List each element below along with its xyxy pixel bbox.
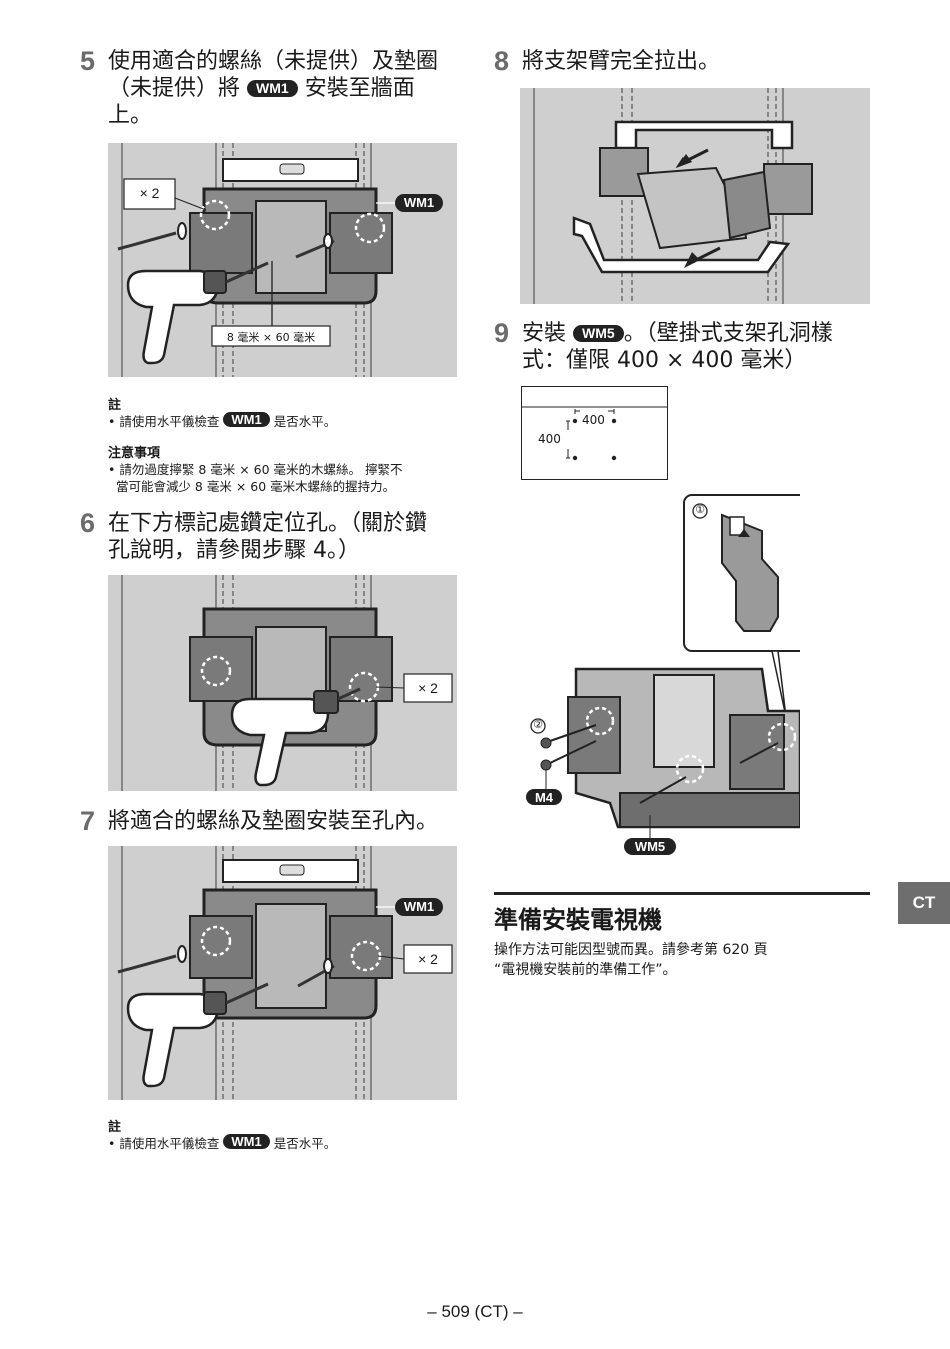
m4-label: M4 [534, 790, 554, 805]
page-number: – 509 (CT) – [427, 1302, 523, 1321]
note-text-b: 是否水平。 [273, 414, 337, 429]
wm1-callout: WM1 [403, 195, 435, 210]
step-6-text: 在下方標記處鑽定位孔。（關於鑽 孔說明，請參閱步驟 4。） [108, 510, 468, 564]
step-8-text: 將支架臂完全拉出。 [522, 49, 721, 74]
caution-heading: 注意事項 [108, 446, 161, 461]
step-5-note: • 請使用水平儀檢查 WM1 是否水平。 [108, 412, 337, 429]
step-8-illustration [520, 88, 870, 304]
step-5-text-b: （未提供）將 [108, 76, 241, 101]
section-line-2: “電視機安裝前的準備工作”。 [494, 962, 677, 978]
callout-1: ① [695, 503, 705, 516]
note-text-a: 請使用水平儀檢查 [119, 414, 220, 429]
pattern-width: 400 [582, 413, 605, 427]
step-9-text-c: 式：僅限 400 × 400 毫米） [522, 348, 807, 373]
step-7-number: 7 [80, 806, 96, 836]
note-text-a: 請使用水平儀檢查 [119, 1136, 220, 1151]
caution-line-2: 當可能會減少 8 毫米 × 60 毫米木螺絲的握持力。 [115, 479, 396, 494]
step-6-number: 6 [80, 508, 96, 538]
step-5-note-heading: 註 [108, 398, 122, 413]
wm1-badge: WM1 [223, 412, 270, 427]
screw-size-label: 8 毫米 × 60 毫米 [226, 331, 316, 344]
drill-count-label: × 2 [418, 680, 438, 696]
wm1-callout: WM1 [403, 899, 435, 914]
language-tab: CT [898, 882, 950, 924]
step-9-number: 9 [494, 318, 510, 348]
step-7-note-heading: 註 [108, 1120, 122, 1135]
section-body: 操作方法可能因型號而異。請參考第 620 頁 “電視機安裝前的準備工作”。 [494, 940, 768, 980]
step-6-text-b: 孔說明，請參閱步驟 4。） [108, 538, 360, 563]
section-line-1: 操作方法可能因型號而異。請參考第 620 頁 [494, 942, 768, 958]
step-7-text: 將適合的螺絲及墊圈安裝至孔內。 [108, 809, 439, 834]
step-5-text-c: 安裝至牆面 [304, 76, 415, 101]
caution-line-1: 請勿過度擰緊 8 毫米 × 60 毫米的木螺絲。 擰緊不 [119, 462, 403, 477]
step-6-illustration: × 2 [108, 575, 457, 791]
step-9-illustration: ① ② M4 WM5 [500, 493, 823, 863]
step-5-text-a: 使用適合的螺絲（未提供）及墊圈 [108, 49, 439, 74]
section-rule [494, 892, 870, 895]
step-5-illustration: × 2 8 毫米 × 60 毫米 WM1 [108, 143, 457, 377]
step-5-text: 使用適合的螺絲（未提供）及墊圈 （未提供）將 WM1 安裝至牆面 上。 [108, 48, 468, 129]
section-title: 準備安裝電視機 [494, 906, 662, 934]
step-9-text-b: 。（壁掛式支架孔洞樣 [623, 321, 833, 346]
wm5-badge: WM5 [573, 325, 624, 342]
hole-pattern-diagram: 400 400 [521, 386, 668, 480]
wm1-badge: WM1 [247, 80, 298, 97]
step-9-text-a: 安裝 [522, 321, 567, 346]
step-7-illustration: WM1 × 2 [108, 846, 457, 1100]
screw-count-label: × 2 [418, 951, 438, 967]
caution-text: • 請勿過度擰緊 8 毫米 × 60 毫米的木螺絲。 擰緊不 當可能會減少 8 … [108, 462, 403, 494]
screw-count-label: × 2 [139, 185, 160, 201]
step-9-text: 安裝 WM5。（壁掛式支架孔洞樣 式：僅限 400 × 400 毫米） [522, 320, 882, 374]
callout-2: ② [533, 718, 543, 731]
step-6-text-a: 在下方標記處鑽定位孔。（關於鑽 [108, 511, 428, 536]
wm1-badge: WM1 [223, 1134, 270, 1149]
step-8-number: 8 [494, 46, 510, 76]
step-5-text-d: 上。 [108, 103, 153, 128]
note-text-b: 是否水平。 [273, 1136, 337, 1151]
pattern-height: 400 [538, 432, 561, 446]
wm5-label: WM5 [634, 839, 666, 854]
step-7-note: • 請使用水平儀檢查 WM1 是否水平。 [108, 1134, 337, 1151]
step-5-number: 5 [80, 46, 96, 76]
